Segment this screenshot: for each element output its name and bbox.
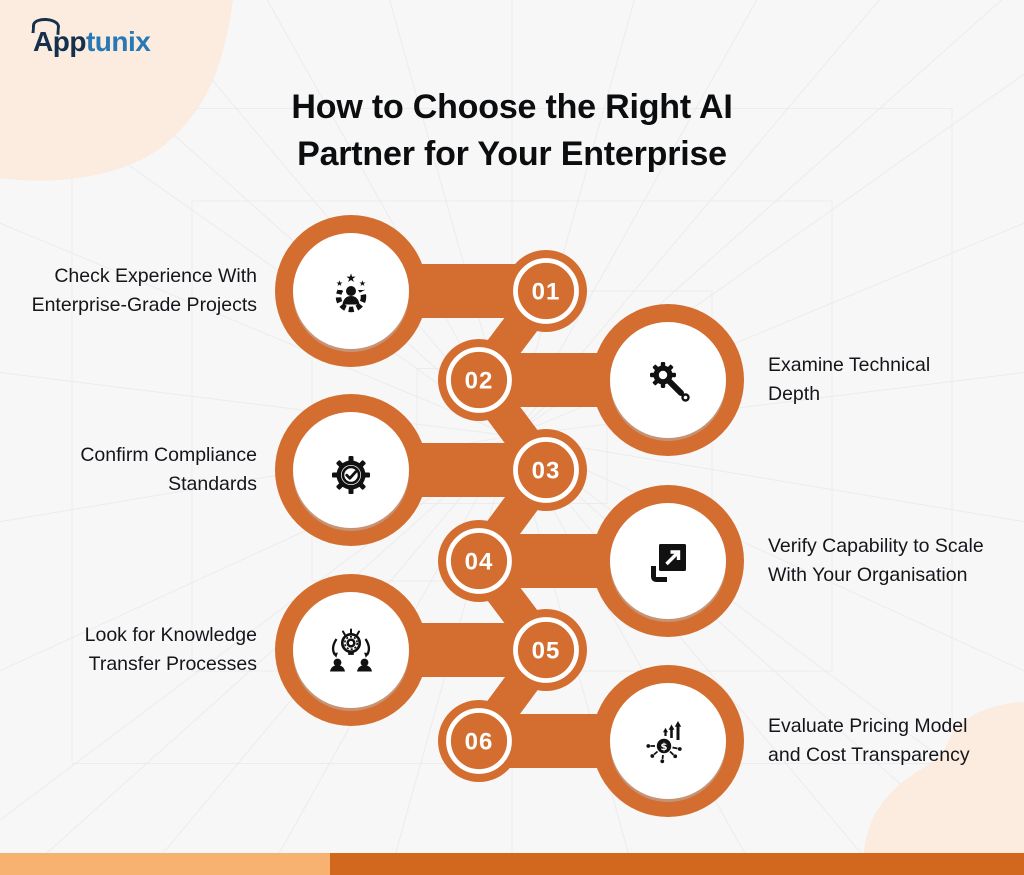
step-number-5: 05 <box>532 638 561 665</box>
gear-checkmark-icon <box>323 442 379 498</box>
svg-text:$: $ <box>661 742 668 753</box>
step-number-bubble-3: 03 <box>505 429 587 511</box>
step-number-6: 06 <box>465 729 494 756</box>
step-label-5: Look for Knowledge Transfer Processes <box>84 624 257 675</box>
svg-text:★: ★ <box>336 279 343 288</box>
step-number-2: 02 <box>465 368 494 395</box>
page-title: How to Choose the Right AI Partner for Y… <box>291 88 733 173</box>
step-label-6: Evaluate Pricing Model and Cost Transpar… <box>768 715 970 766</box>
logo-text-primary: App <box>33 26 86 57</box>
svg-text:★: ★ <box>346 271 357 285</box>
apptunix-logo: Apptunix <box>31 17 151 58</box>
gear-wrench-icon <box>640 352 696 408</box>
step-number-bubble-2: 02 <box>438 339 520 421</box>
step-number-bubble-6: 06 <box>438 700 520 782</box>
step-label-3: Confirm Compliance Standards <box>80 444 257 495</box>
step-number-1: 01 <box>532 279 561 306</box>
step-label-2: Examine Technical Depth <box>768 354 931 405</box>
step-number-bubble-4: 04 <box>438 520 520 602</box>
step-label-1: Check Experience With Enterprise-Grade P… <box>31 265 257 316</box>
step-number-3: 03 <box>532 458 561 485</box>
footer-bar-light <box>0 853 330 875</box>
step-number-bubble-1: 01 <box>505 250 587 332</box>
chain-row-bars <box>351 264 668 768</box>
logo-text-secondary: tunix <box>85 26 151 57</box>
step-number-bubble-5: 05 <box>505 609 587 691</box>
chain-zigzag-connector <box>462 274 563 758</box>
logo-swoosh-icon <box>31 17 61 35</box>
knowledge-transfer-icon <box>323 622 379 678</box>
number-bubbles: 01 02 03 04 05 06 <box>438 250 587 782</box>
experience-badge-icon: ★ ★ ★ <box>323 263 379 319</box>
step-number-4: 04 <box>465 549 494 576</box>
pricing-network-icon: $ <box>640 713 696 769</box>
footer-bar-dark <box>330 853 1024 875</box>
scale-expand-icon <box>640 533 696 589</box>
svg-text:★: ★ <box>359 279 366 288</box>
step-label-4: Verify Capability to Scale With Your Org… <box>768 535 984 586</box>
